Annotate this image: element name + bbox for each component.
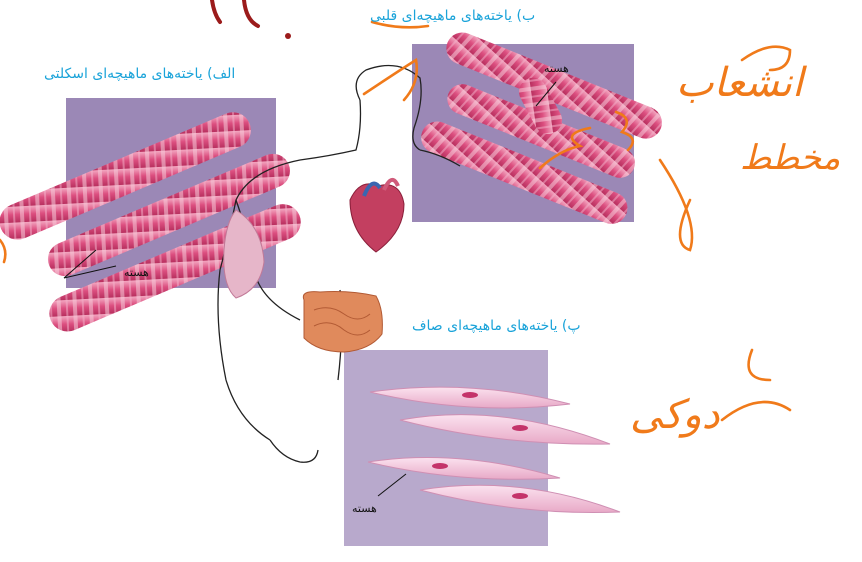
note-spindle: دوکی bbox=[630, 392, 720, 438]
intestine-icon bbox=[303, 292, 382, 353]
smooth-panel bbox=[344, 350, 548, 546]
label-nucleus-cardiac: هسته bbox=[544, 62, 569, 75]
caption-cardiac: ب) یاخته‌های ماهیچه‌ای قلبی bbox=[370, 8, 535, 24]
heart-icon bbox=[350, 180, 404, 252]
caption-skeletal: الف) یاخته‌های ماهیچه‌ای اسکلتی bbox=[44, 66, 235, 82]
note-branched: انشعاب bbox=[676, 60, 803, 106]
note-striated: مخطط bbox=[740, 138, 840, 178]
stray-mark bbox=[212, 0, 291, 39]
label-nucleus-skeletal: هسته bbox=[124, 266, 149, 279]
label-nucleus-smooth: هسته bbox=[352, 502, 377, 515]
caption-smooth: پ) یاخته‌های ماهیچه‌ای صاف bbox=[412, 318, 581, 334]
